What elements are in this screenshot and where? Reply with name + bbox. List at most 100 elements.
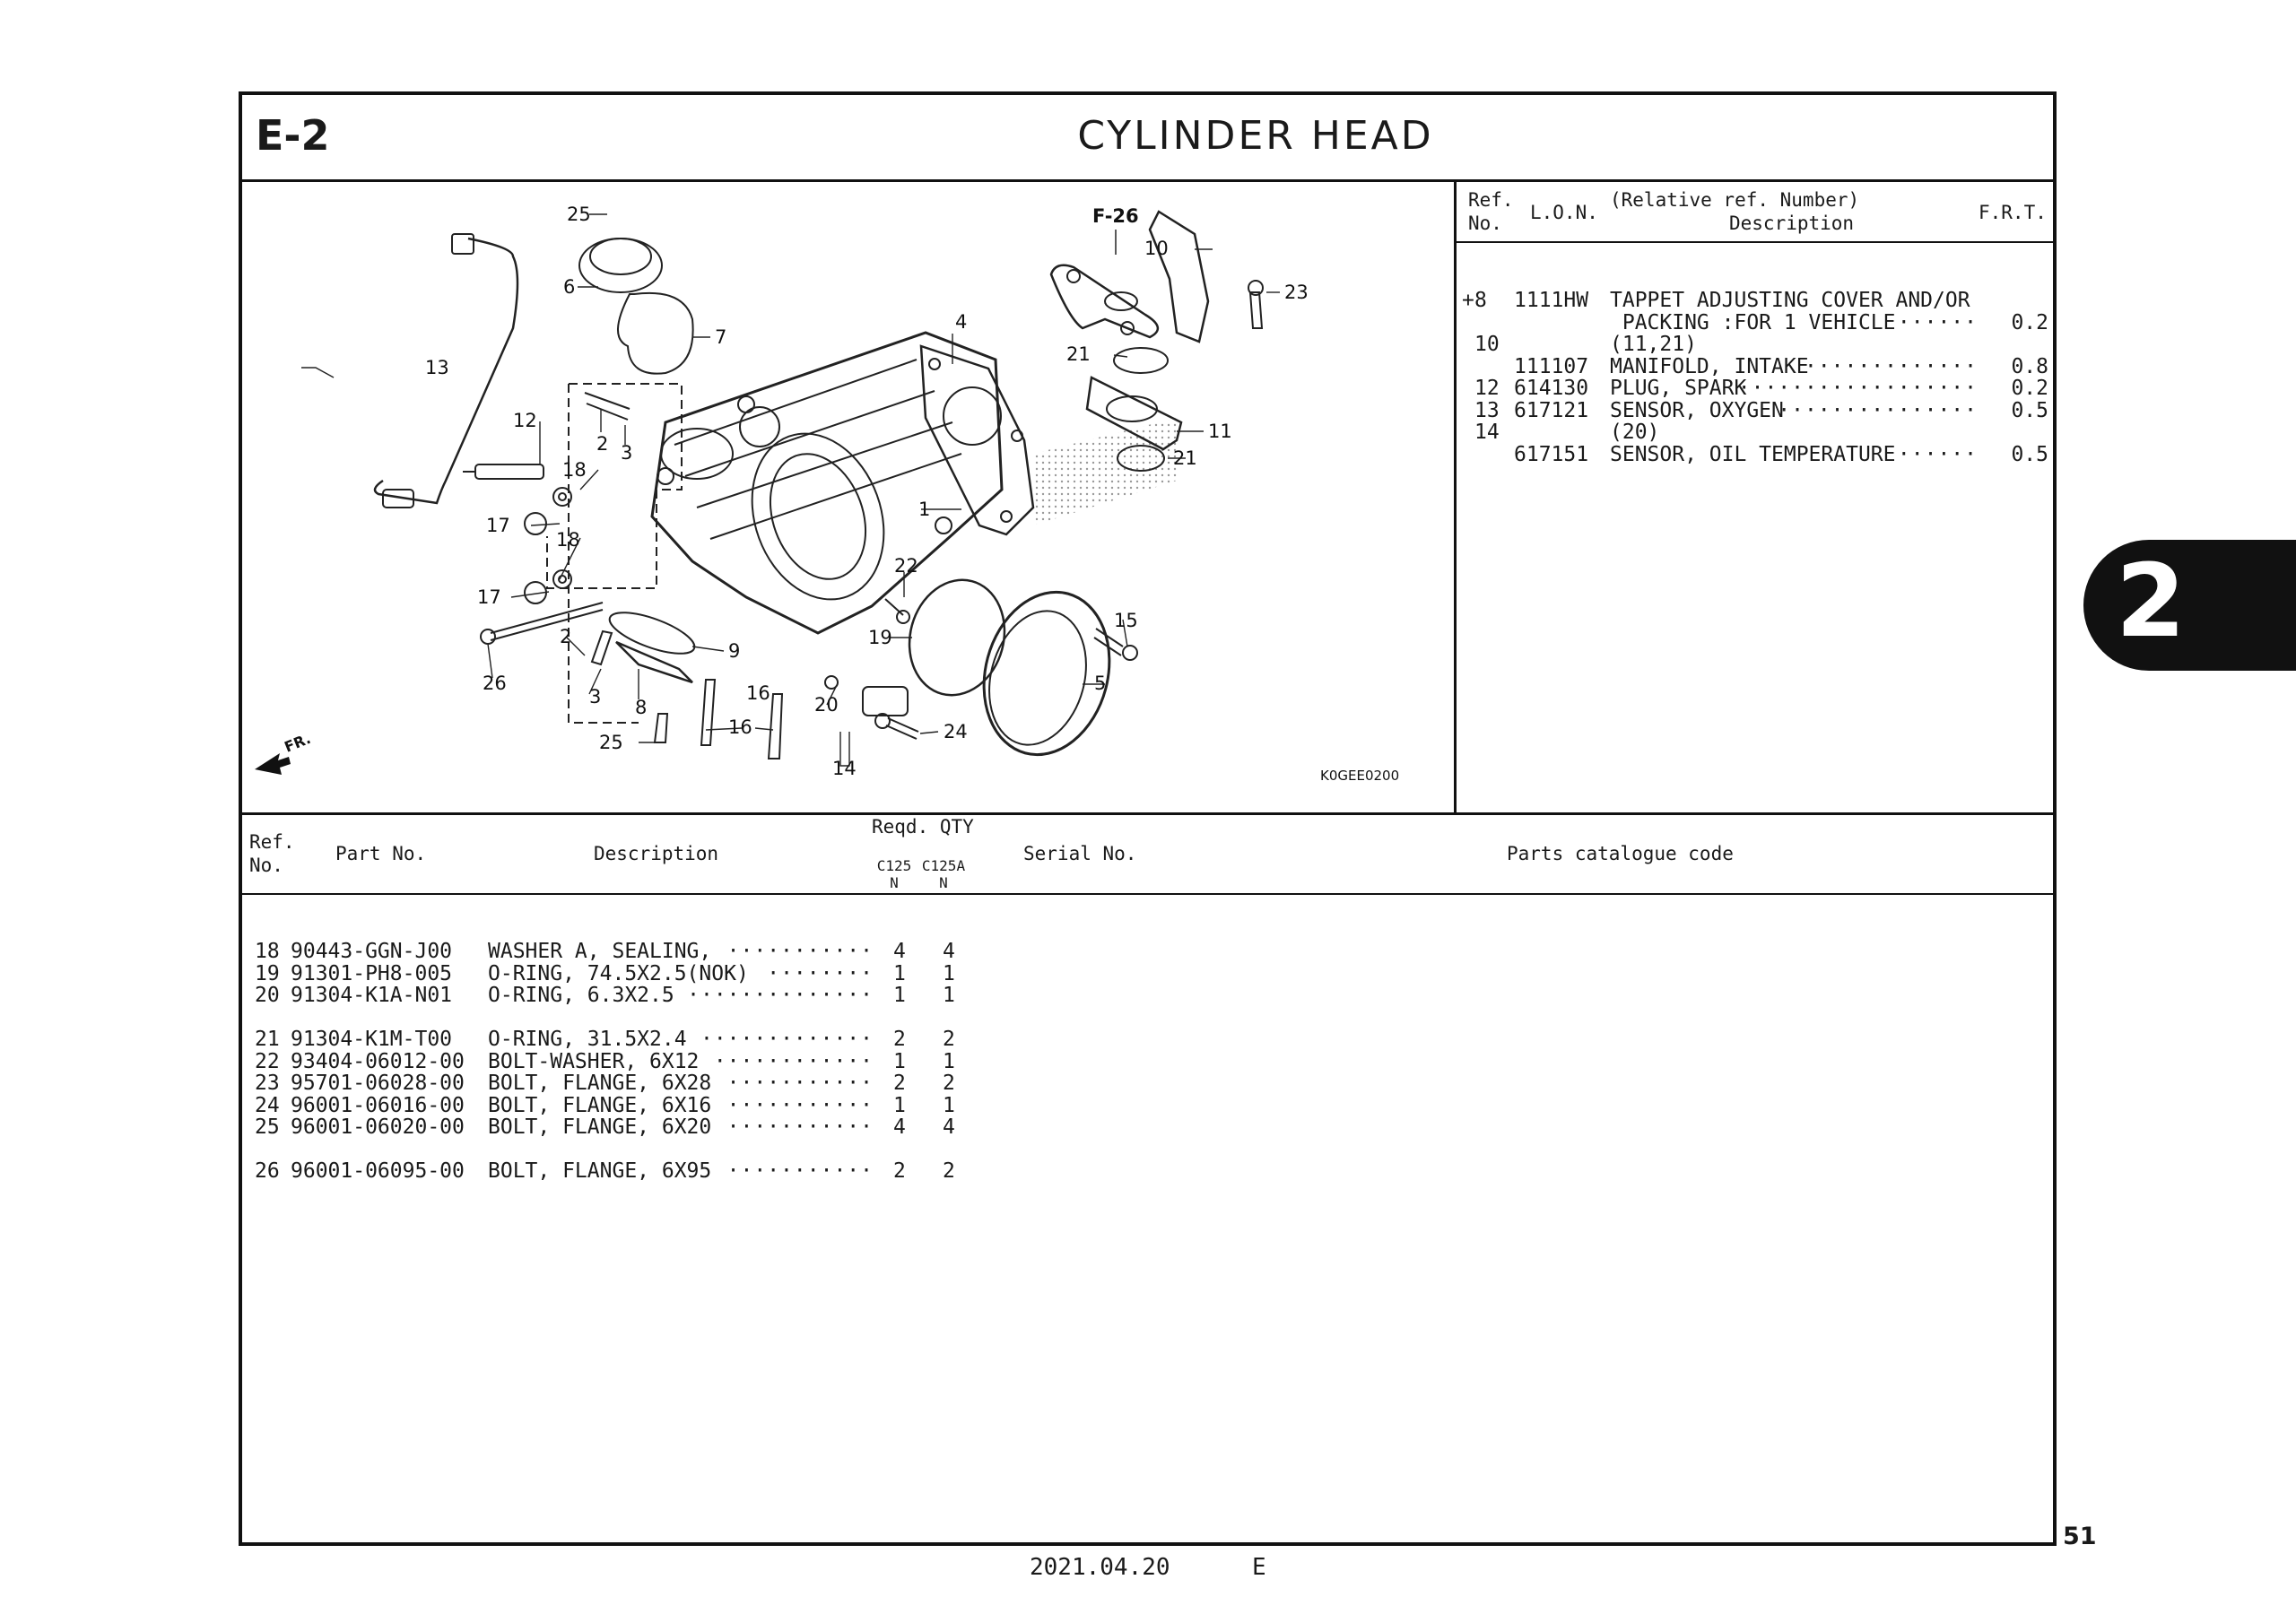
callout-label: 19 [868,627,892,648]
frt-leader-dots: ······ [1897,442,1978,466]
callout-label: 20 [814,694,839,716]
parts-part-number: 96001-06095-00 [291,1159,465,1183]
callout-label: 25 [599,732,623,753]
parts-qty-c125a: 1 [943,961,955,985]
frt-row: 14 (20) [1462,421,2054,444]
frt-description: (20) [1610,421,1660,444]
parts-ref-no: 25 [255,1115,280,1139]
parts-qty-c125: 2 [893,1159,906,1183]
parts-part-number: 96001-06016-00 [291,1093,465,1117]
frt-leader-dots: ······ [1897,310,1978,334]
parts-header-description: Description [594,843,719,864]
parts-header-reqd-qty: Reqd. QTY [872,816,974,838]
parts-leader-dots: ············ [713,1049,874,1073]
parts-description: BOLT, FLANGE, 6X28 [488,1072,712,1095]
parts-part-number: 96001-06020-00 [291,1115,465,1139]
page-title: CYLINDER HEAD [1077,113,1434,159]
callout-label: 6 [563,276,575,298]
frt-lon: 111107 [1514,354,1589,378]
frt-value: 0.5 [2011,398,2048,422]
callout-label: 7 [715,326,726,348]
parts-qty-c125: 1 [893,1049,906,1073]
parts-qty-c125a: 1 [943,1093,955,1117]
page-number: 51 [2063,1523,2097,1550]
parts-header-rule [239,893,2057,895]
frt-ref-no: 14 [1474,421,1500,444]
parts-leader-dots: ··········· [726,940,874,963]
callout-label: 18 [556,529,580,551]
footer-edition: E [1252,1554,1266,1581]
frt-lon: 614130 [1514,377,1589,400]
callout-label: 17 [477,586,501,608]
parts-leader-dots: ·············· [687,984,874,1007]
callout-label: 10 [1144,238,1169,259]
frt-column-divider [1454,179,1457,814]
parts-description: O-RING, 6.3X2.5 [488,984,674,1007]
parts-part-number: 93404-06012-00 [291,1049,465,1073]
callout-label: 16 [746,682,770,704]
callout-label: 5 [1094,673,1106,694]
frt-header-rule [1456,241,2055,243]
parts-header-catalogue-code: Parts catalogue code [1507,843,1734,864]
frt-lon: 617151 [1514,442,1589,466]
parts-part-number: 91301-PH8-005 [291,961,453,985]
callout-label: 3 [589,686,601,707]
parts-leader-dots: ··········· [726,1072,874,1095]
parts-qty-c125a: 1 [943,1049,955,1073]
parts-header-serial-no: Serial No. [1023,843,1137,864]
frt-header-lon: L.O.N. [1530,202,1598,223]
parts-qty-c125: 1 [893,961,906,985]
frt-ref-no: 8 [1474,289,1487,312]
parts-qty-c125: 4 [893,940,906,963]
frt-description: PLUG, SPARK [1610,377,1747,400]
callout-label: 8 [635,697,647,718]
parts-leader-dots: ··········· [726,1093,874,1117]
parts-qty-c125: 1 [893,1093,906,1117]
callout-label: 14 [832,758,857,779]
callout-label: 11 [1208,421,1232,442]
frt-ref-no: 13 [1474,398,1500,422]
callout-label: 23 [1284,282,1309,303]
parts-leader-dots: ············· [700,1028,874,1051]
frt-row: PACKING :FOR 1 VEHICLE······0.2 [1462,310,2054,334]
parts-ref-no: 26 [255,1159,280,1183]
callout-label: 17 [486,515,510,536]
parts-part-number: 95701-06028-00 [291,1072,465,1095]
callout-label: 21 [1173,447,1197,469]
parts-ref-no: 18 [255,940,280,963]
parts-part-number: 91304-K1M-T00 [291,1028,453,1051]
frt-lon: 1111HW [1514,289,1589,312]
parts-description: WASHER A, SEALING, [488,940,712,963]
callout-label: 18 [562,459,587,481]
diagram-divider [239,812,2057,815]
parts-ref-no: 21 [255,1028,280,1051]
illustration-code: K0GEE0200 [1320,768,1399,784]
parts-qty-c125a: 4 [943,1115,955,1139]
parts-ref-no: 22 [255,1049,280,1073]
parts-leader-dots: ··········· [726,1159,874,1183]
callout-label: 16 [728,716,752,738]
parts-leader-dots: ········ [767,961,874,985]
callout-label: 4 [955,311,967,333]
frt-description: PACKING :FOR 1 VEHICLE [1610,310,1896,334]
parts-description: O-RING, 31.5X2.4 [488,1028,687,1051]
callout-label: 1 [918,499,930,520]
parts-ref-no: 24 [255,1093,280,1117]
header-divider [239,179,2057,182]
callout-label: 26 [483,673,507,694]
section-tab: 2 [2083,540,2296,671]
parts-qty-c125a: 2 [943,1028,955,1051]
parts-description: O-RING, 74.5X2.5(NOK) [488,961,749,985]
parts-leader-dots: ··········· [726,1115,874,1139]
callout-label: 24 [944,721,968,742]
